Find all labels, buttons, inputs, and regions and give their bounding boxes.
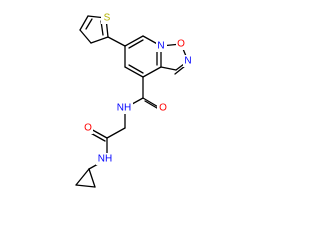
amide-nitrogen-atom-label: NH	[117, 103, 131, 114]
bond	[128, 64, 144, 74]
bond	[79, 15, 89, 31]
molecule-canvas: S N O N O NH O	[75, 12, 194, 188]
glycine-carbonyl-oxygen-atom: O	[82, 122, 93, 134]
bond	[174, 65, 186, 75]
bond	[75, 184, 96, 188]
bonds	[75, 15, 189, 188]
carbonyl-oxygen-atom-label: O	[159, 103, 167, 114]
bond	[142, 66, 162, 78]
bond	[75, 168, 90, 186]
atom-labels: S N O N O NH O	[82, 12, 194, 165]
molecule-structure: S N O N O NH O	[75, 12, 194, 188]
bond	[88, 168, 96, 188]
isoxazole-nitrogen-atom-label: N	[184, 56, 191, 67]
bond	[90, 36, 109, 44]
isoxazole-oxygen-atom-label: O	[177, 39, 185, 50]
sulfur-atom: S	[101, 12, 112, 24]
bond	[85, 18, 93, 30]
isoxazole-nitrogen-atom: N	[183, 55, 194, 67]
pyridine-nitrogen-atom-label: N	[157, 41, 164, 52]
bond	[106, 127, 126, 139]
bond	[107, 36, 126, 47]
amide-nitrogen-atom: NH	[115, 102, 133, 114]
isoxazole-oxygen-atom: O	[176, 38, 187, 50]
bond	[160, 66, 177, 71]
bond	[79, 29, 92, 44]
cyclopropylamide-nitrogen-atom-label: NH	[98, 154, 112, 165]
bond	[128, 39, 144, 49]
carbonyl-oxygen-atom: O	[157, 102, 168, 114]
glycine-carbonyl-oxygen-atom-label: O	[84, 123, 92, 134]
cyclopropylamide-nitrogen-atom: NH	[96, 153, 114, 165]
pyridine-nitrogen-atom: N	[156, 40, 167, 52]
bond	[124, 66, 144, 78]
sulfur-atom-label: S	[104, 13, 111, 24]
bond	[124, 35, 144, 47]
